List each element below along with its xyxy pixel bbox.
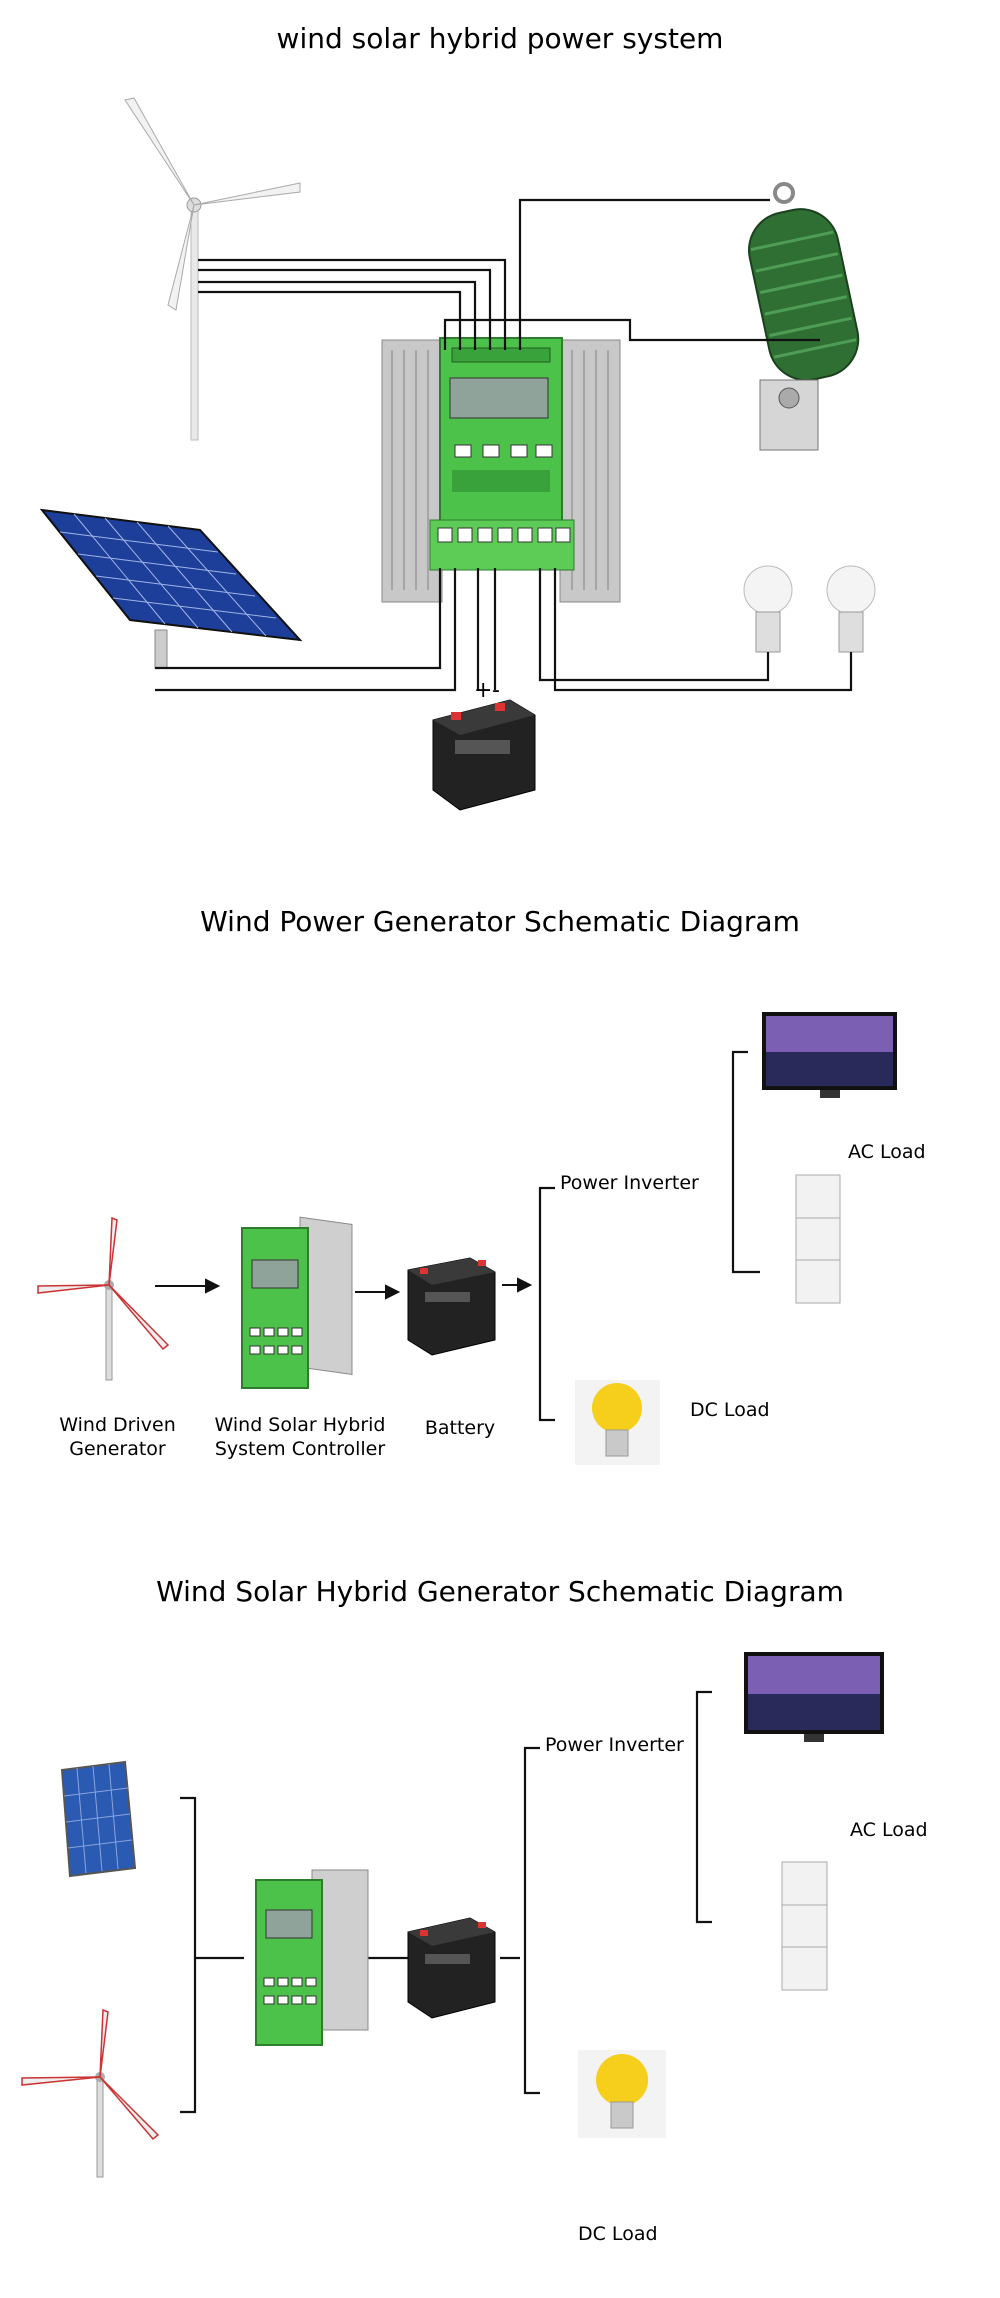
battery-label: Battery xyxy=(424,1417,496,1439)
tv-icon xyxy=(744,1652,884,1742)
controller-icon xyxy=(255,1869,369,2046)
hybrid-schematic-diagram xyxy=(21,1652,884,2178)
tv-icon xyxy=(762,1012,897,1098)
wind-turbine-icon xyxy=(124,97,301,441)
wind-schematic-diagram xyxy=(37,1012,897,1465)
ac-load-label: AC Load xyxy=(850,1819,928,1841)
dc-load-label: DC Load xyxy=(578,2223,658,2245)
controller-icon xyxy=(241,1216,353,1389)
wiring xyxy=(155,198,853,692)
controller-label: Wind Solar Hybrid System Controller xyxy=(214,1414,386,1460)
battery-icon xyxy=(432,699,536,811)
section2-title: Wind Power Generator Schematic Diagram xyxy=(200,905,800,938)
section3-title: Wind Solar Hybrid Generator Schematic Di… xyxy=(156,1575,844,1608)
battery-plus: + xyxy=(474,678,492,703)
controller-icon xyxy=(381,337,621,603)
dump-load-resistor-icon xyxy=(748,182,860,451)
refrigerator-icon xyxy=(781,1861,828,1991)
generator-label: Wind Driven Generator xyxy=(59,1414,176,1460)
inverter-label: Power Inverter xyxy=(560,1172,699,1194)
flow-arrow-icon xyxy=(155,1277,533,1300)
solar-panel-icon xyxy=(39,508,303,669)
inverter-bracket xyxy=(538,1050,760,1422)
inverter-label: Power Inverter xyxy=(545,1734,684,1756)
light-bulb-icon xyxy=(743,565,876,653)
solar-panel-icon xyxy=(60,1760,137,1878)
section1-title: wind solar hybrid power system xyxy=(276,22,724,55)
battery-minus: - xyxy=(492,678,500,703)
battery-icon xyxy=(407,1917,496,2019)
wind-turbine-icon xyxy=(21,2008,160,2178)
ac-load-label: AC Load xyxy=(848,1141,926,1163)
hybrid-system-diagram: + - xyxy=(39,97,876,811)
wind-turbine-icon xyxy=(37,1216,170,1381)
light-bulb-icon xyxy=(578,2050,666,2138)
dc-load-label: DC Load xyxy=(690,1399,770,1421)
refrigerator-icon xyxy=(795,1174,841,1304)
battery-icon xyxy=(407,1257,496,1356)
light-bulb-icon xyxy=(575,1380,660,1465)
